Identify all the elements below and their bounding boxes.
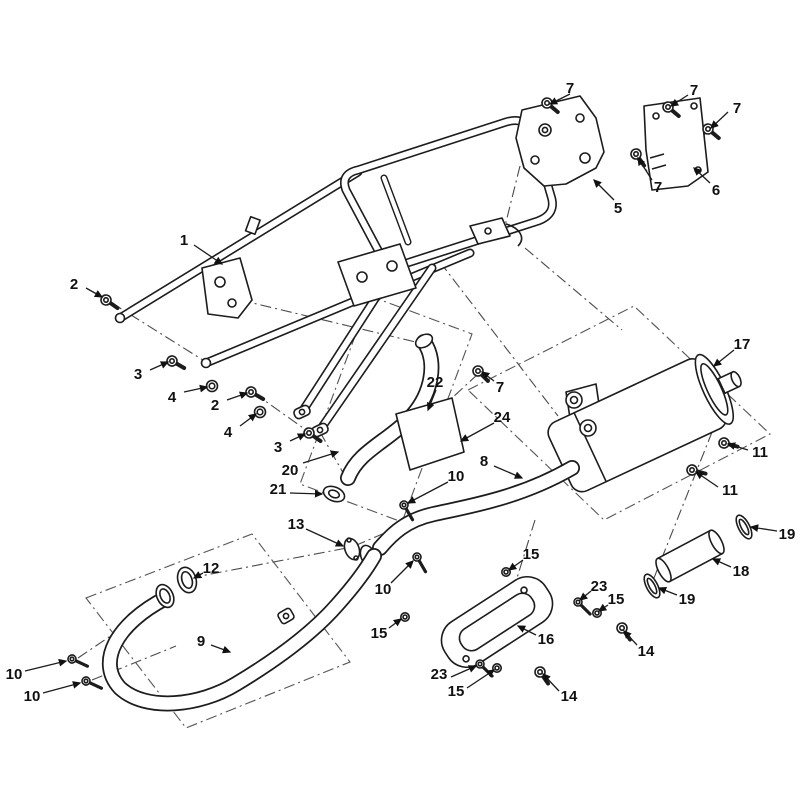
part-tail-pipe-18 bbox=[655, 529, 725, 583]
callout-22: 22 bbox=[427, 374, 444, 391]
nut-15 bbox=[500, 566, 512, 578]
callout-7: 7 bbox=[654, 179, 662, 196]
bolt-2 bbox=[242, 383, 268, 406]
callout-7: 7 bbox=[496, 379, 504, 396]
nut-15 bbox=[399, 611, 411, 623]
header-bracket-tab bbox=[277, 607, 295, 625]
callout-17: 17 bbox=[734, 336, 751, 353]
part-header-pipe-9 bbox=[102, 548, 382, 712]
callout-23: 23 bbox=[591, 578, 608, 595]
callout-6: 6 bbox=[712, 182, 720, 199]
callout-3: 3 bbox=[274, 439, 282, 456]
callout-11: 11 bbox=[752, 444, 768, 461]
callout-7: 7 bbox=[733, 100, 741, 117]
callout-20: 20 bbox=[282, 462, 299, 479]
callout-4: 4 bbox=[168, 389, 177, 406]
callout-1: 1 bbox=[180, 232, 188, 249]
callout-10: 10 bbox=[6, 666, 23, 683]
part-mount-plate-5 bbox=[515, 95, 605, 187]
callout-7: 7 bbox=[566, 80, 574, 97]
screw-10 bbox=[79, 674, 105, 694]
callout-10: 10 bbox=[24, 688, 41, 705]
callout-2: 2 bbox=[70, 276, 78, 293]
part-gasket-sheet-22 bbox=[395, 397, 465, 471]
leader-lines bbox=[24, 93, 778, 694]
screw-10 bbox=[409, 549, 431, 576]
callout-19: 19 bbox=[679, 591, 696, 608]
frame-rear-tab bbox=[469, 217, 511, 245]
bolt-7 bbox=[471, 364, 492, 385]
bolt-14 bbox=[531, 663, 555, 689]
callout-5: 5 bbox=[614, 200, 622, 217]
callout-labels: 7 7 7 7 6 5 1 2 3 4 2 4 3 20 22 7 24 17 … bbox=[6, 80, 796, 705]
muffler-group-box bbox=[467, 305, 771, 521]
part-connecting-pipe-8 bbox=[372, 460, 580, 556]
callout-13: 13 bbox=[288, 516, 305, 533]
header-pipe-group-box bbox=[85, 533, 351, 729]
washer-4 bbox=[253, 405, 267, 419]
part-clamp-19 bbox=[735, 514, 753, 540]
callout-21: 21 bbox=[270, 481, 287, 498]
callout-14: 14 bbox=[638, 643, 655, 660]
callout-15: 15 bbox=[371, 625, 388, 642]
pipe-flange-21 bbox=[322, 485, 346, 503]
part-license-bracket-6 bbox=[643, 97, 709, 191]
callout-24: 24 bbox=[494, 409, 511, 426]
screw-23 bbox=[570, 594, 595, 619]
pipe-inlet-opening bbox=[414, 333, 434, 349]
callout-18: 18 bbox=[733, 563, 750, 580]
callout-19: 19 bbox=[779, 526, 796, 543]
callout-15: 15 bbox=[608, 591, 625, 608]
callout-23: 23 bbox=[431, 666, 448, 683]
muffler-mount-lug bbox=[565, 391, 583, 409]
part-muffler-17 bbox=[547, 353, 742, 493]
callout-7: 7 bbox=[690, 82, 698, 99]
part-clamp-19 bbox=[643, 573, 661, 599]
bolt-3 bbox=[163, 352, 189, 375]
callout-14: 14 bbox=[561, 688, 578, 705]
part-heat-shield-16 bbox=[440, 575, 554, 669]
callout-8: 8 bbox=[480, 453, 488, 470]
callout-4: 4 bbox=[224, 424, 233, 441]
washer-4 bbox=[205, 379, 219, 393]
frame-clamp bbox=[244, 215, 261, 236]
callout-2: 2 bbox=[211, 397, 219, 414]
callout-3: 3 bbox=[134, 366, 142, 383]
callout-10: 10 bbox=[448, 468, 465, 485]
callout-10: 10 bbox=[375, 581, 392, 598]
frame-tube-end-cap bbox=[114, 312, 126, 324]
frame-tube-end-cap bbox=[200, 357, 212, 369]
frame-hook bbox=[505, 223, 523, 247]
frame-front-bracket bbox=[201, 257, 253, 319]
callout-15: 15 bbox=[448, 683, 465, 700]
part-rear-subframe bbox=[114, 116, 557, 438]
muffler-mount-lug bbox=[579, 419, 597, 437]
callout-12: 12 bbox=[203, 560, 220, 577]
screw-10 bbox=[65, 652, 91, 672]
part-gasket-ring-12 bbox=[176, 566, 198, 594]
frame-center-bracket bbox=[337, 243, 417, 307]
callout-16: 16 bbox=[538, 631, 555, 648]
nut-15 bbox=[491, 662, 503, 674]
callout-9: 9 bbox=[197, 633, 205, 650]
callout-15: 15 bbox=[523, 546, 540, 563]
callout-11: 11 bbox=[722, 482, 738, 499]
stay-end-tab bbox=[293, 404, 311, 420]
bolt-2 bbox=[97, 291, 123, 315]
